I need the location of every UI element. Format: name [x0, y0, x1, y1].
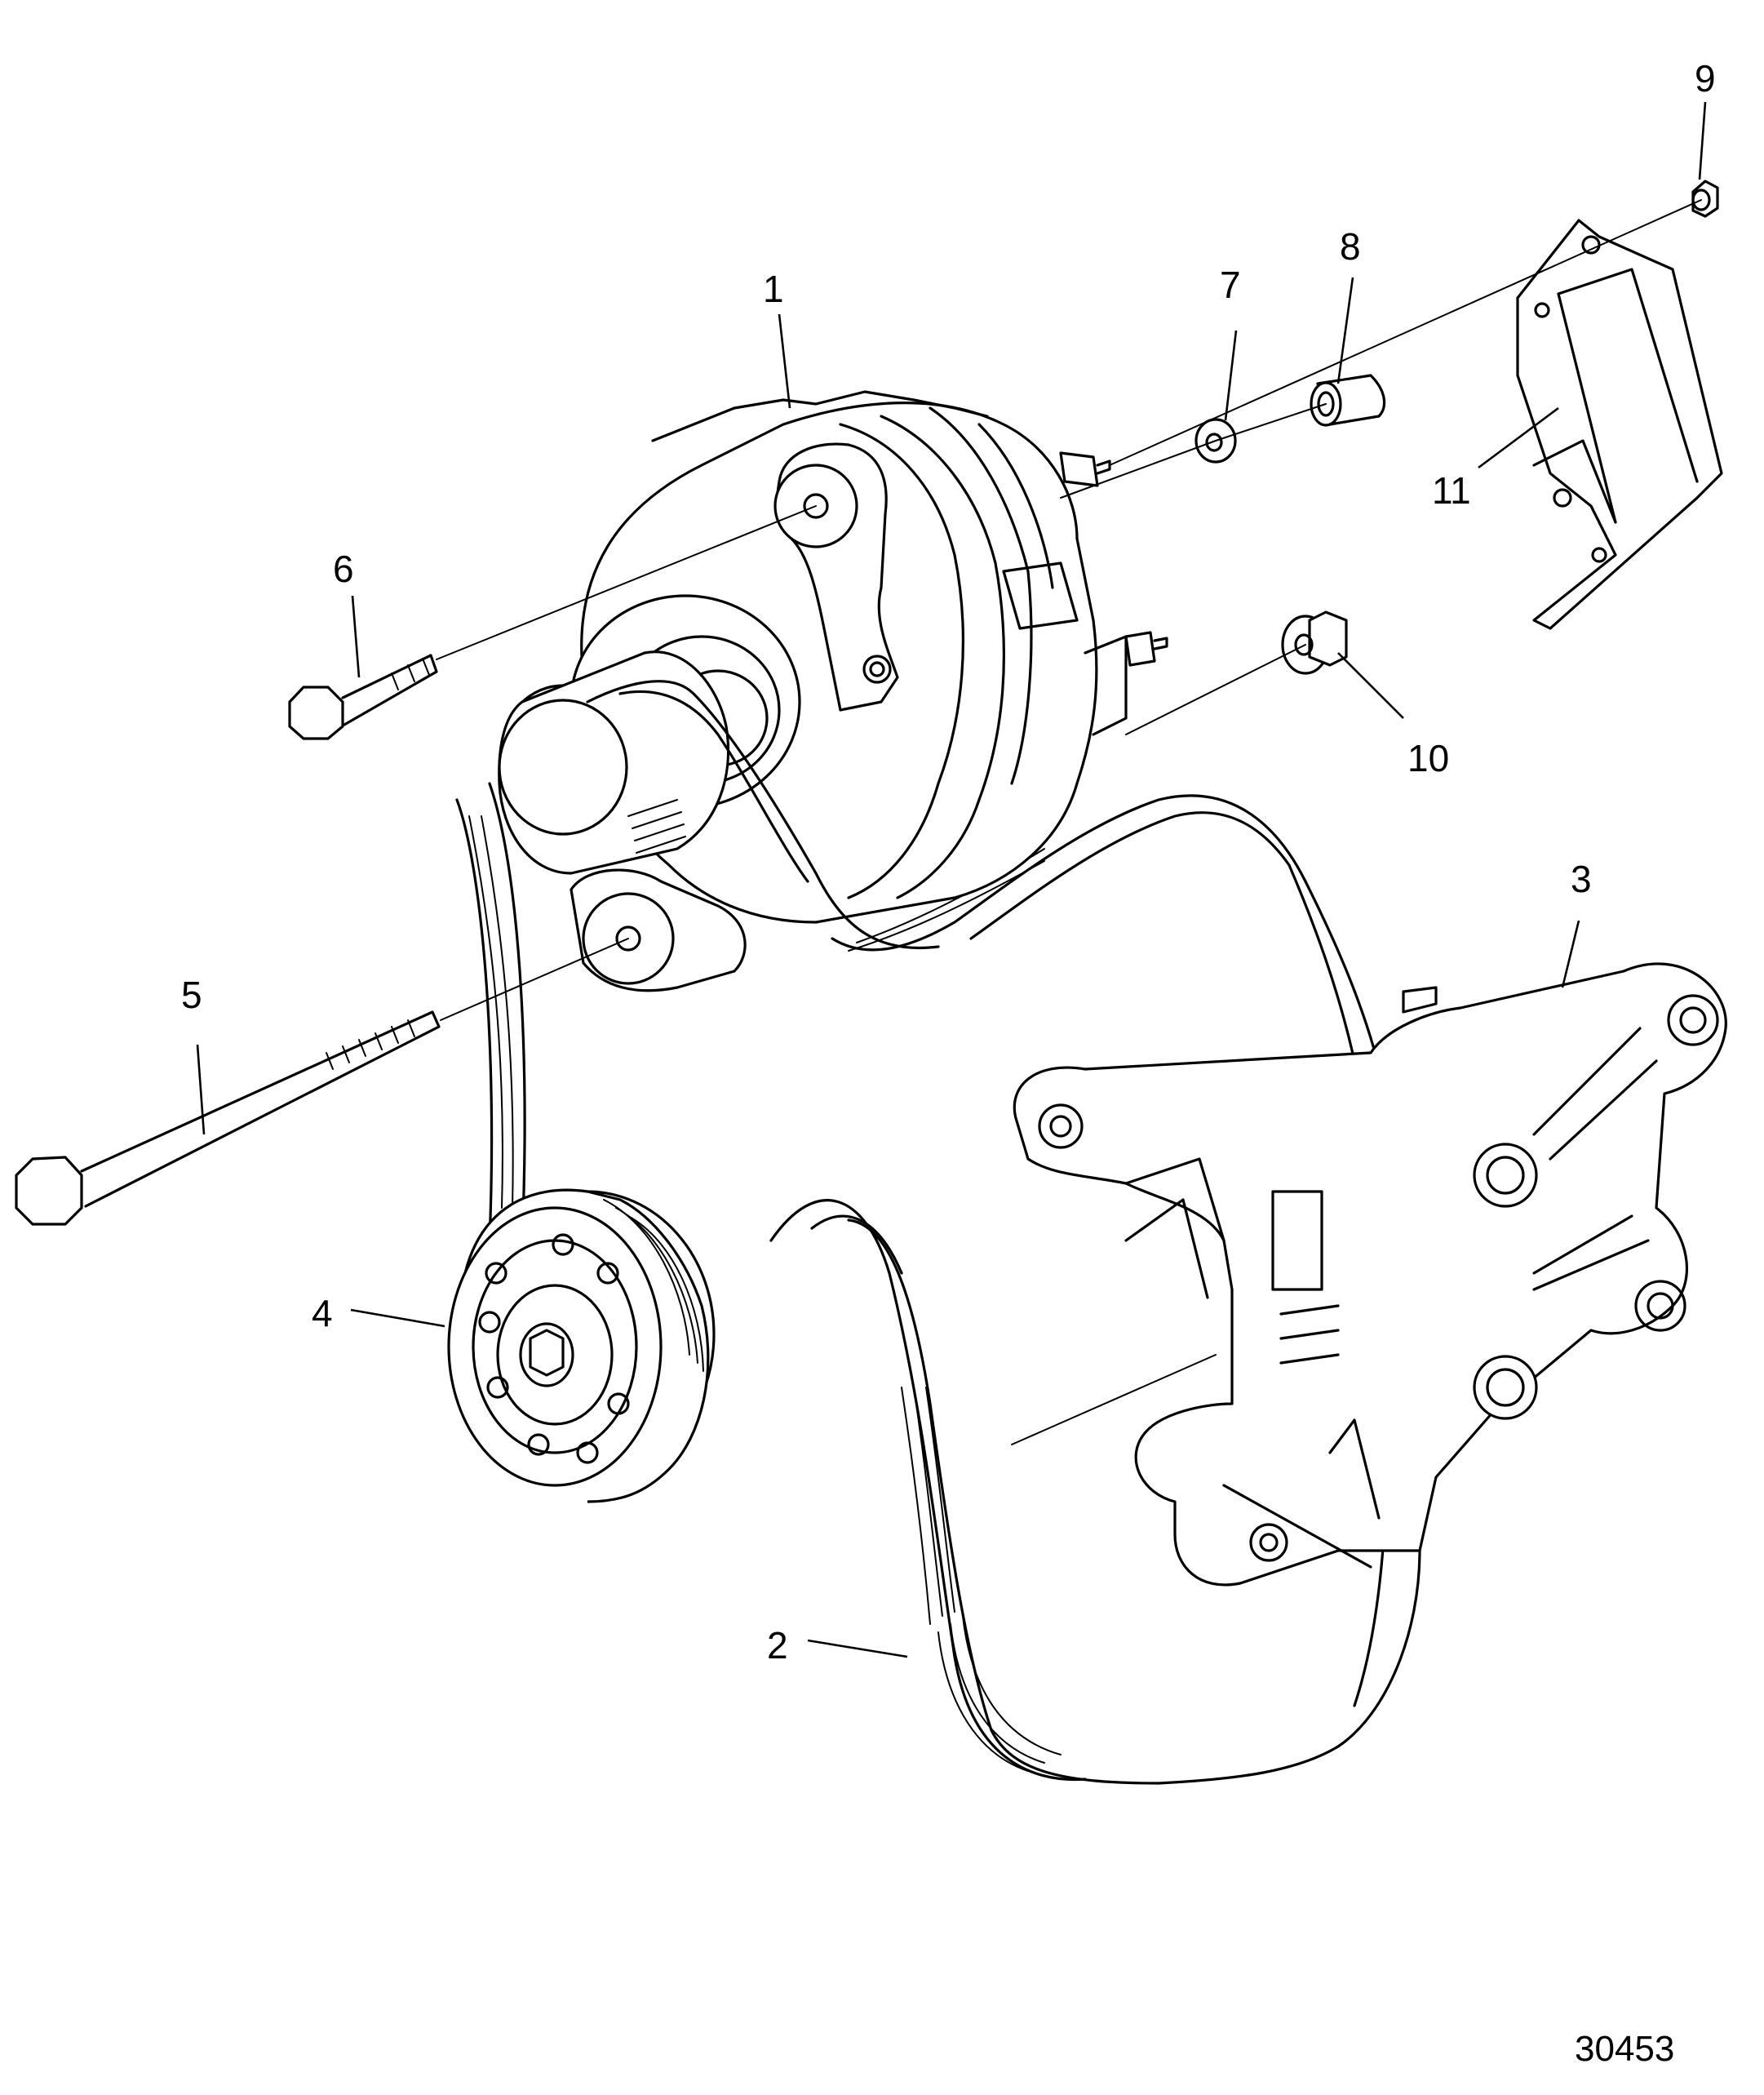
callout-labels: 1 2 3 4 5 6 7 8 9 10 11: [181, 57, 1716, 1667]
idler-pulley: [447, 1188, 716, 1503]
callout-11: 11: [1432, 469, 1471, 512]
alternator-bracket: [1013, 962, 1727, 1587]
callout-2: 2: [767, 1624, 788, 1667]
assembly-centerlines: [436, 199, 1702, 1445]
figure-number: 30453: [1575, 2029, 1674, 2069]
callout-8: 8: [1340, 225, 1361, 268]
leader-lines: [196, 101, 1707, 1658]
callout-9: 9: [1695, 57, 1716, 100]
callout-10: 10: [1407, 737, 1449, 779]
short-bolt: [288, 654, 438, 740]
callout-1: 1: [763, 268, 784, 310]
spacer-sleeve: [1310, 374, 1386, 427]
callout-5: 5: [181, 974, 202, 1016]
callout-6: 6: [333, 548, 354, 590]
support-bracket: [1516, 219, 1723, 630]
callout-3: 3: [1571, 858, 1592, 900]
flange-nut: [1281, 610, 1348, 675]
callout-7: 7: [1220, 264, 1241, 306]
nut-small: [1691, 180, 1719, 218]
alternator: [498, 390, 1168, 992]
callout-4: 4: [312, 1292, 333, 1334]
long-bolt: [15, 1010, 441, 1226]
